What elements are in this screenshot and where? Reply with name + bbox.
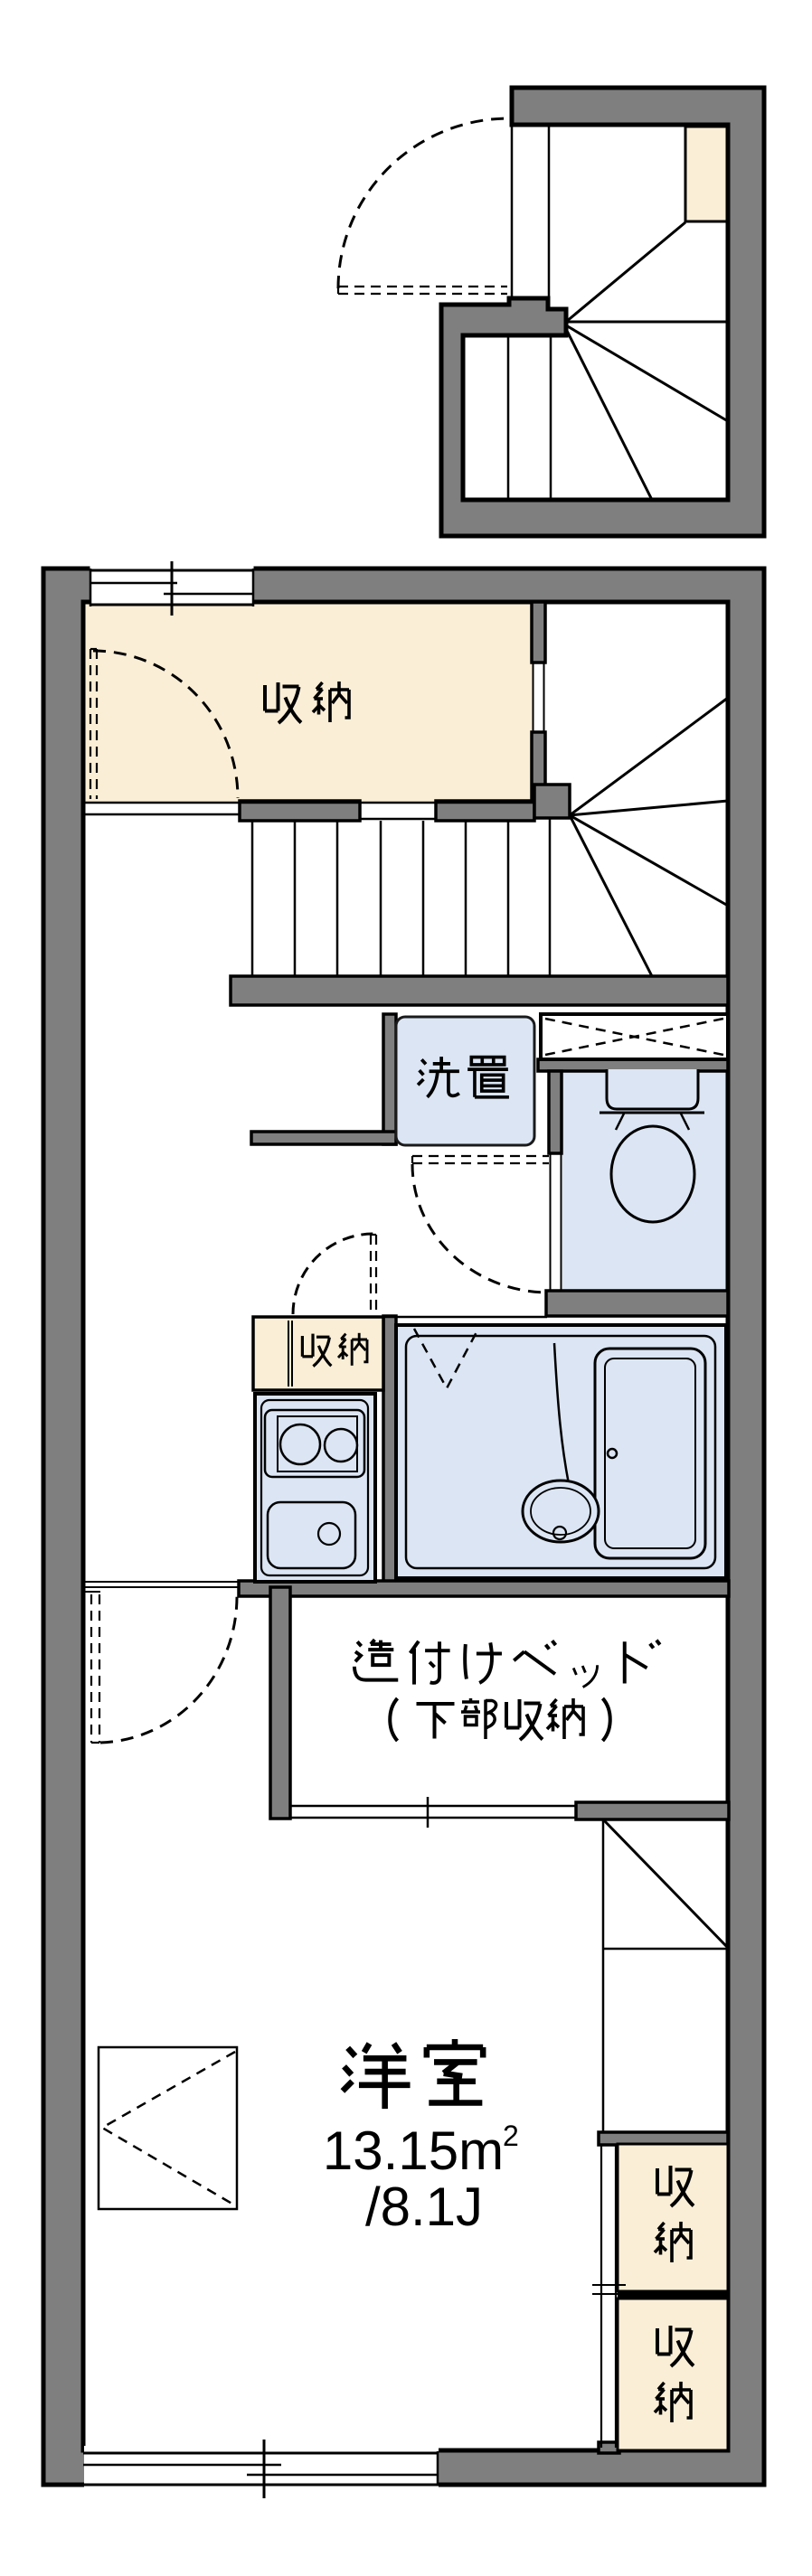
svg-text:/8.1J: /8.1J: [365, 2176, 483, 2237]
svg-text:13.15m: 13.15m: [323, 2120, 504, 2181]
svg-text:2: 2: [503, 2120, 519, 2152]
